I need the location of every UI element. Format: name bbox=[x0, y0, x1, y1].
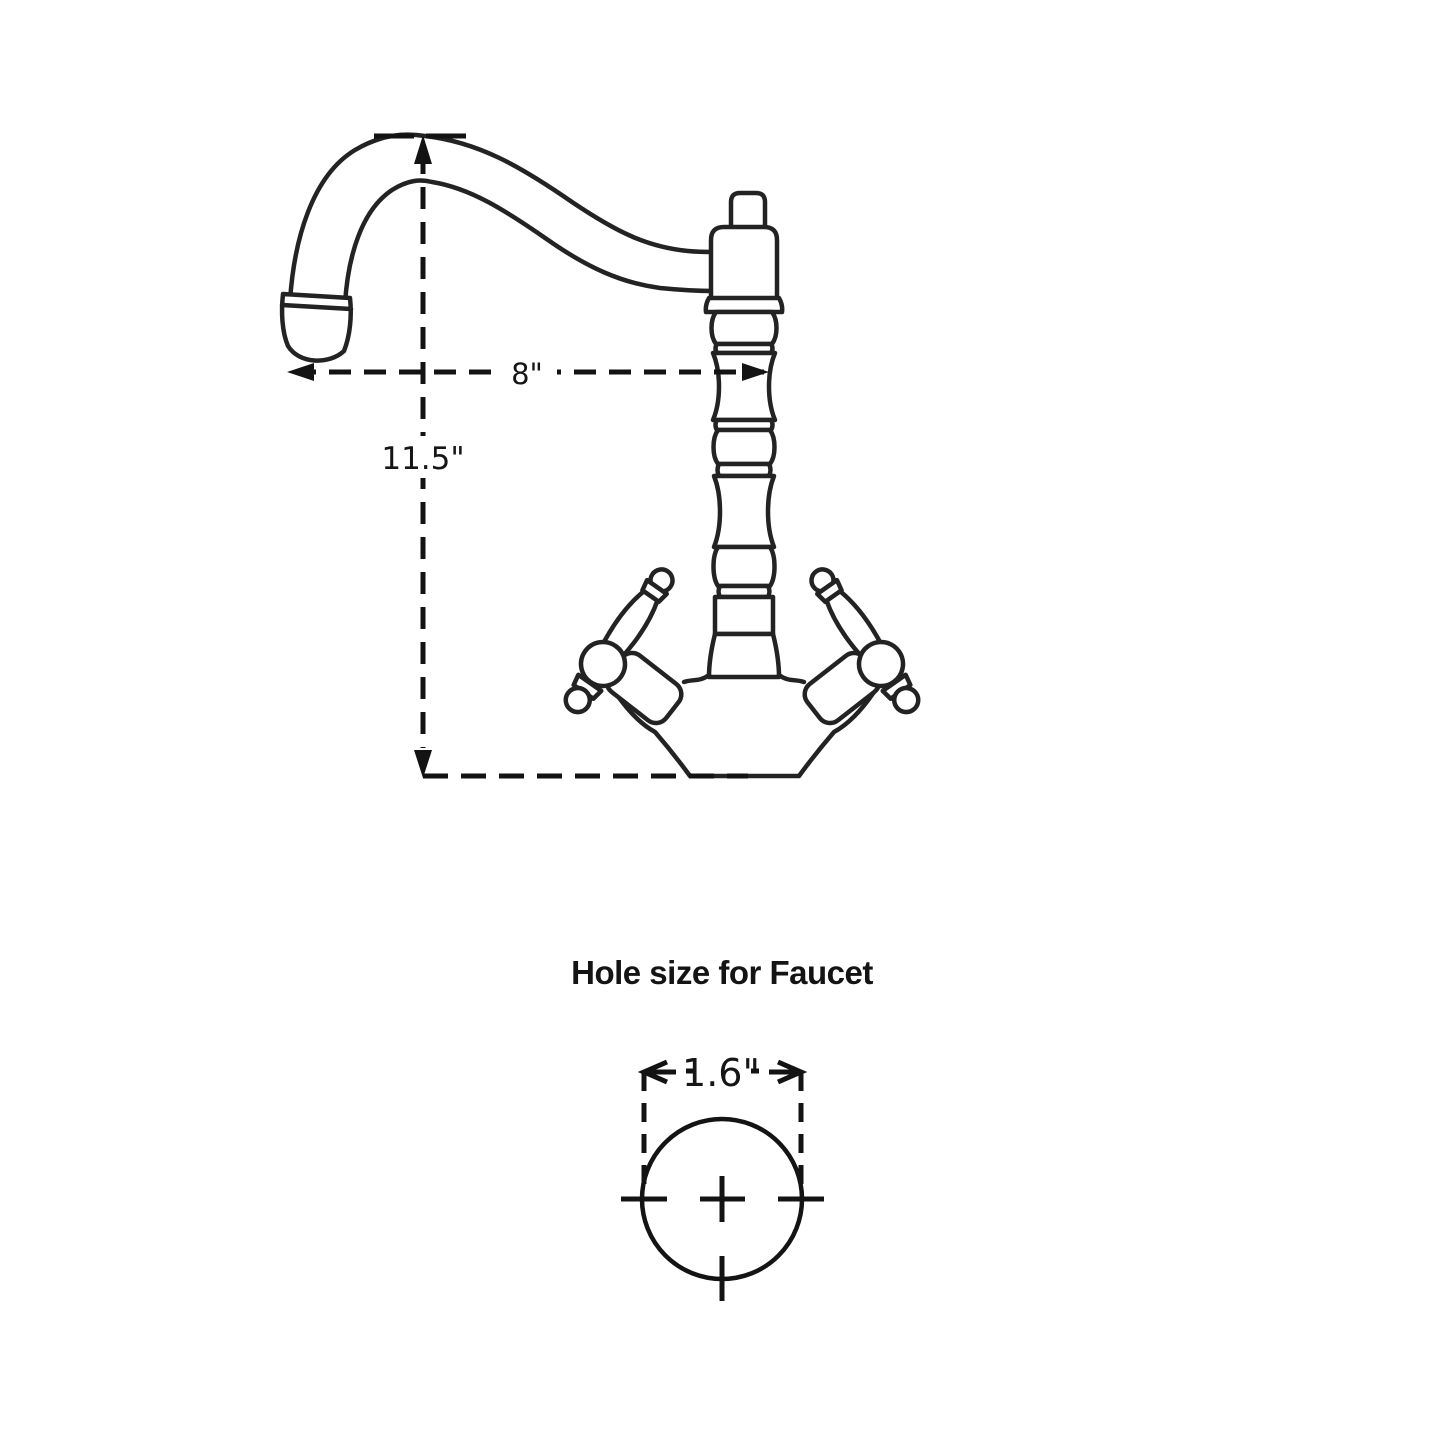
faucet-body bbox=[703, 190, 785, 315]
spout-tip-cap-ring bbox=[279, 302, 354, 312]
hole-center-cross bbox=[700, 1176, 745, 1222]
body-top-nub bbox=[728, 190, 768, 233]
arrow-right bbox=[742, 363, 769, 381]
body-collar bbox=[703, 295, 785, 315]
hole-arrow-left bbox=[637, 1059, 694, 1085]
handle-end-ball bbox=[891, 685, 921, 715]
handle-end-ball bbox=[563, 685, 593, 715]
right-handle bbox=[809, 567, 921, 715]
arrow-up bbox=[414, 135, 432, 164]
hole-diagram-title: Hole size for Faucet bbox=[571, 954, 873, 991]
hole-arrow-right bbox=[751, 1059, 808, 1085]
handle-neck-rings bbox=[640, 577, 669, 604]
spout-inner-curve bbox=[342, 178, 717, 307]
column-band bbox=[712, 594, 776, 637]
handle-lower-rings bbox=[571, 672, 604, 701]
faucet-spout bbox=[279, 132, 717, 363]
column-barrel bbox=[711, 544, 777, 589]
height-dimension-label: 11.5" bbox=[381, 441, 464, 477]
column-hourglass bbox=[710, 350, 778, 423]
base-shoulder-right bbox=[776, 672, 807, 685]
label-mask bbox=[381, 436, 465, 478]
arrow-down bbox=[414, 750, 432, 778]
column-hourglass bbox=[711, 473, 777, 550]
reach-dimension-label: 8" bbox=[511, 357, 543, 391]
handle-neck-rings bbox=[815, 577, 844, 604]
spout-outer-curve bbox=[287, 132, 717, 304]
hole-diameter-label: 1.6" bbox=[682, 1051, 760, 1095]
dimension-lines: 8" 11.5" bbox=[287, 133, 769, 779]
left-handle bbox=[563, 567, 675, 715]
body-housing bbox=[708, 224, 780, 307]
column-flare bbox=[706, 631, 782, 680]
faucet-line-drawing bbox=[279, 132, 921, 779]
column-barrel bbox=[711, 427, 777, 467]
spout-tip-cap bbox=[279, 291, 353, 363]
arrow-left bbox=[287, 363, 314, 381]
hole-size-diagram: Hole size for Faucet 1.6" bbox=[571, 954, 874, 1301]
base-shoulder-left bbox=[681, 672, 712, 685]
label-mask bbox=[497, 351, 557, 393]
handle-lower-rings bbox=[880, 672, 913, 701]
column-barrel bbox=[709, 309, 779, 347]
